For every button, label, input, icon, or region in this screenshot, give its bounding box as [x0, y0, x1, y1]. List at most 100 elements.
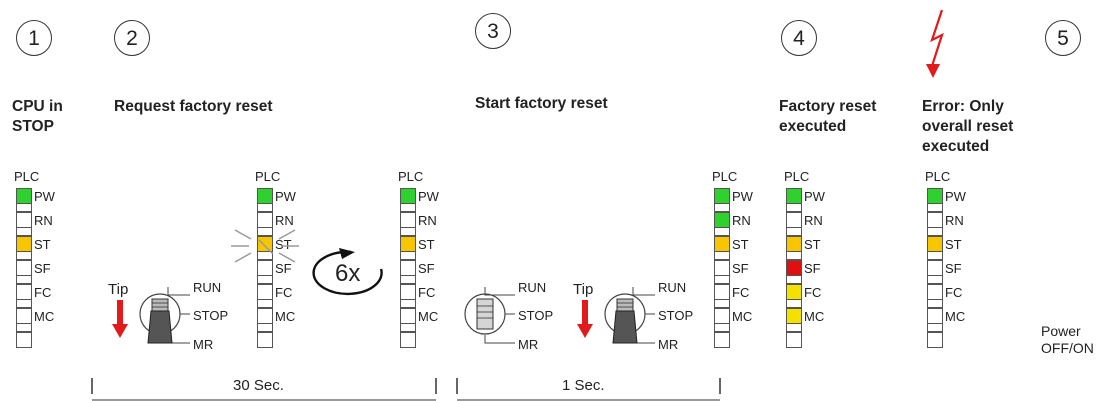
led-mc: MC [927, 308, 965, 332]
led-label: MC [945, 309, 966, 324]
led-indicator [16, 236, 32, 252]
led-indicator [16, 260, 32, 276]
led-label: FC [945, 285, 963, 300]
led-spare [786, 332, 802, 348]
led-indicator [16, 308, 32, 324]
step-1-circle: 1 [16, 20, 52, 56]
led-indicator [16, 284, 32, 300]
timeline-bracket-1-sec [456, 378, 721, 401]
heading-start-factory-reset: Start factory reset [475, 95, 608, 112]
led-indicator [257, 308, 273, 324]
led-label: PW [275, 189, 296, 204]
led-rn: RN [16, 212, 53, 236]
led-indicator [786, 236, 802, 252]
led-indicator [786, 308, 802, 324]
mode-switch-mr-icon [604, 287, 655, 344]
led-label: ST [732, 237, 749, 252]
led-label: SF [732, 261, 749, 276]
led-indicator [714, 188, 730, 204]
repeat-arrow-icon [312, 248, 383, 296]
led-label: PW [804, 189, 825, 204]
led-indicator [786, 260, 802, 276]
led-indicator [400, 212, 416, 228]
led-indicator [786, 212, 802, 228]
led-indicator [400, 188, 416, 204]
led-label: ST [418, 237, 435, 252]
led-sf: SF [786, 260, 821, 284]
led-label: MC [732, 309, 753, 324]
lightning-icon [926, 9, 944, 78]
led-fc: FC [16, 284, 51, 308]
switch-label-mr: MR [193, 337, 214, 352]
step-5-circle: 5 [1045, 20, 1081, 56]
led-fc: FC [714, 284, 749, 308]
led-indicator [927, 236, 943, 252]
led-label: FC [275, 285, 293, 300]
led-label: SF [275, 261, 292, 276]
led-label: PW [732, 189, 753, 204]
switch-label-mr: MR [518, 337, 539, 352]
led-pw: PW [257, 188, 296, 212]
plc-label: PLC [14, 169, 40, 184]
led-indicator [400, 260, 416, 276]
led-indicator [400, 284, 416, 300]
led-label: PW [34, 189, 55, 204]
led-sf: SF [400, 260, 435, 284]
led-rn: RN [927, 212, 964, 236]
step-3-circle: 3 [475, 13, 511, 49]
led-label: PW [945, 189, 966, 204]
led-indicator [257, 212, 273, 228]
led-indicator [714, 260, 730, 276]
led-label: SF [945, 261, 962, 276]
led-st: ST [16, 236, 51, 260]
led-indicator [927, 188, 943, 204]
power-off-on-label: Power OFF/ON [1041, 323, 1094, 356]
led-spare [927, 332, 943, 348]
led-rn: RN [786, 212, 823, 236]
switch-label-stop: STOP [518, 308, 554, 323]
led-indicator [714, 308, 730, 324]
led-label: RN [418, 213, 437, 228]
plc-label: PLC [398, 169, 424, 184]
led-label: FC [804, 285, 822, 300]
led-mc: MC [714, 308, 752, 332]
led-label: SF [34, 261, 51, 276]
led-fc: FC [786, 284, 821, 308]
led-indicator [714, 284, 730, 300]
tip-down-arrow-icon [112, 300, 128, 338]
led-label: RN [275, 213, 294, 228]
led-label: SF [418, 261, 435, 276]
led-mc: MC [400, 308, 438, 332]
led-rn: RN [714, 212, 751, 236]
led-pw: PW [927, 188, 966, 212]
led-label: SF [804, 261, 821, 276]
led-fc: FC [927, 284, 962, 308]
led-label: ST [34, 237, 51, 252]
led-indicator [257, 188, 273, 204]
step-2-circle: 2 [114, 20, 150, 56]
heading-request-factory-reset: Request factory reset [114, 98, 273, 115]
switch-label-stop: STOP [658, 308, 694, 323]
heading-cpu-in-stop: CPU in STOP [12, 98, 63, 135]
timeline-bracket-30-sec [91, 378, 437, 401]
led-indicator [16, 188, 32, 204]
led-indicator [400, 236, 416, 252]
plc-label: PLC [712, 169, 738, 184]
led-indicator [786, 284, 802, 300]
plc-label: PLC [925, 169, 951, 184]
led-indicator [714, 212, 730, 228]
blink-rays-icon [231, 229, 299, 263]
led-label: RN [804, 213, 823, 228]
repeat-count-label: 6x [335, 260, 361, 287]
led-pw: PW [714, 188, 753, 212]
switch-label-stop: STOP [193, 308, 229, 323]
led-indicator [257, 260, 273, 276]
led-rn: RN [257, 212, 294, 236]
tip-down-arrow-icon [577, 300, 593, 338]
led-label: RN [945, 213, 964, 228]
